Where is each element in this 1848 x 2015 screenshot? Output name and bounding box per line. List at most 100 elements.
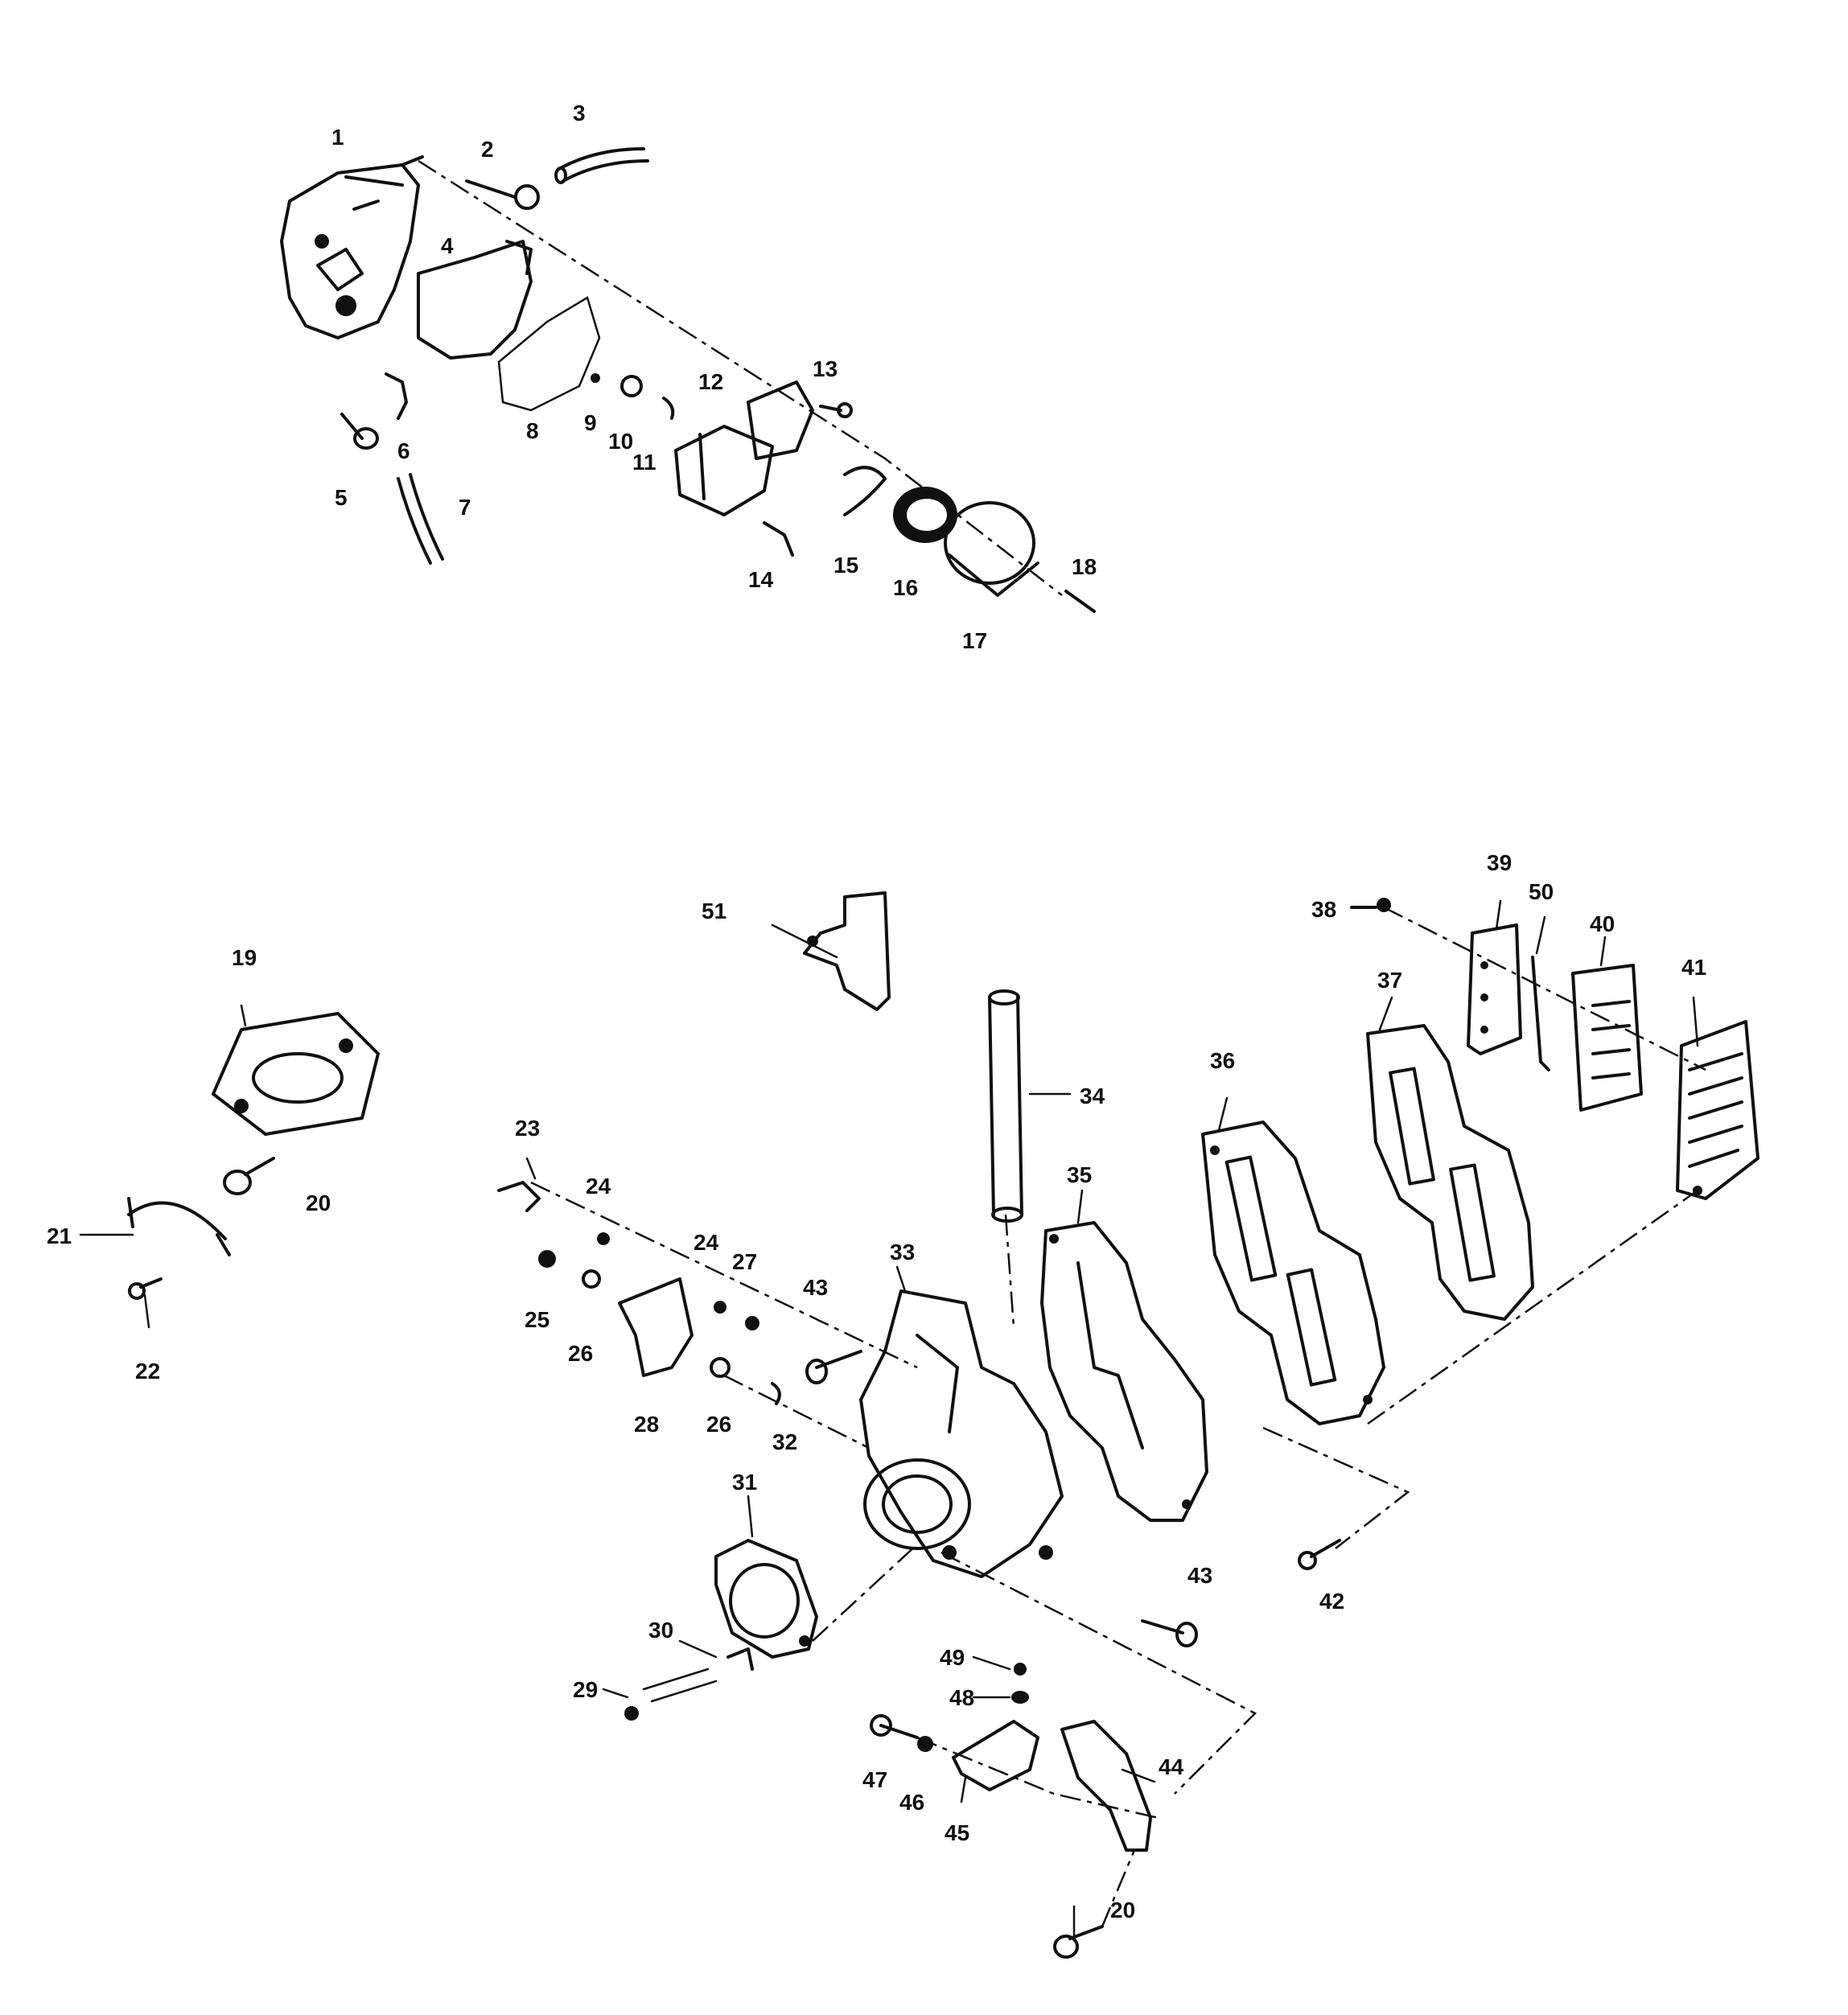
label-43-upper: 43 — [803, 1275, 828, 1300]
tube-axis — [1004, 1214, 1015, 1328]
label-47: 47 — [862, 1767, 887, 1792]
part-24-nut-a — [597, 1232, 610, 1245]
part-45-bracket — [952, 1720, 1039, 1791]
lower-assembly — [127, 891, 1760, 1959]
part-36-reed-plate — [1201, 1121, 1385, 1425]
part-11-pump-body — [674, 425, 774, 516]
label-41: 41 — [1681, 955, 1706, 980]
part-23-fitting — [497, 1181, 541, 1212]
label-20-lower: 20 — [1110, 1898, 1135, 1922]
label-12: 12 — [698, 369, 723, 394]
part-14-fitting — [763, 521, 794, 557]
part-40-reed-petals — [1571, 964, 1643, 1112]
part-26-washer-a — [582, 1269, 601, 1289]
label-3: 3 — [573, 101, 586, 125]
label-28: 28 — [634, 1412, 659, 1437]
label-50: 50 — [1529, 879, 1554, 904]
part-25-nut — [538, 1250, 556, 1268]
part-48-washer — [1011, 1691, 1029, 1704]
label-26-a: 26 — [568, 1341, 593, 1366]
part-20-bolt-a — [223, 1157, 275, 1195]
bracket-45-axis — [916, 1736, 1159, 1820]
label-46: 46 — [899, 1790, 924, 1815]
part-44-arm — [1060, 1720, 1152, 1852]
label-10: 10 — [608, 429, 633, 454]
part-30-clip — [726, 1647, 754, 1671]
label-32: 32 — [772, 1429, 797, 1454]
part-31-gasket-ring — [714, 1539, 818, 1659]
part-24-nut-b — [714, 1301, 726, 1314]
part-1-carburetor — [280, 155, 424, 339]
part-50-strip — [1531, 956, 1550, 1071]
label-20-upper: 20 — [306, 1190, 331, 1215]
part-9-ball — [591, 373, 600, 383]
part-10-ring — [662, 397, 675, 420]
label-15: 15 — [833, 553, 858, 578]
label-44: 44 — [1159, 1754, 1184, 1779]
label-16: 16 — [893, 575, 918, 600]
gasket-axis — [812, 1544, 918, 1642]
label-5: 5 — [335, 485, 348, 510]
label-25: 25 — [525, 1307, 549, 1332]
label-6: 6 — [397, 438, 410, 463]
reed-axis-top — [1383, 906, 1706, 1071]
part-22-screw — [139, 1277, 163, 1289]
part-5-bolt — [340, 413, 379, 450]
label-17: 17 — [962, 628, 987, 653]
label-1: 1 — [331, 125, 344, 150]
part-3-hose — [554, 147, 649, 184]
part-21-clamp — [127, 1197, 231, 1256]
label-8: 8 — [526, 418, 539, 443]
part-12-cover — [747, 380, 814, 460]
label-38: 38 — [1311, 897, 1336, 922]
part-16-ring — [893, 487, 957, 543]
linkage-axis — [530, 1181, 918, 1369]
label-51: 51 — [702, 899, 726, 923]
part-22-screw-head — [128, 1282, 146, 1300]
upper-assembly — [280, 147, 1096, 613]
part-10-spring — [620, 375, 643, 397]
label-24-b: 24 — [694, 1230, 719, 1255]
label-13: 13 — [813, 356, 838, 381]
part-17-filter-bowl — [944, 501, 1039, 597]
label-43-lower: 43 — [1187, 1563, 1212, 1588]
bolt-20-axis — [1101, 1849, 1136, 1927]
part-13-screw-head — [837, 402, 853, 418]
label-7: 7 — [459, 495, 471, 520]
label-37: 37 — [1377, 968, 1402, 993]
label-42: 42 — [1319, 1589, 1344, 1614]
part-20-bolt-b — [1053, 1925, 1104, 1959]
label-22: 22 — [135, 1359, 160, 1384]
part-2-fitting-head — [514, 184, 540, 210]
label-29: 29 — [573, 1677, 598, 1702]
part-7-fuel-line — [397, 473, 444, 565]
label-48: 48 — [949, 1685, 974, 1710]
label-45: 45 — [945, 1820, 969, 1845]
label-9: 9 — [584, 410, 597, 435]
label-40: 40 — [1590, 911, 1615, 936]
label-11: 11 — [632, 450, 656, 475]
label-35: 35 — [1067, 1162, 1092, 1187]
label-30: 30 — [648, 1618, 673, 1643]
leader-lines — [79, 899, 1699, 1940]
part-6-clip — [385, 372, 408, 420]
part-26-washer-b — [710, 1357, 731, 1378]
label-14: 14 — [748, 567, 774, 592]
part-28-link — [618, 1277, 694, 1377]
label-49: 49 — [940, 1645, 965, 1670]
label-24-a: 24 — [586, 1174, 611, 1199]
part-18-pin — [1064, 590, 1096, 613]
part-51-bracket — [803, 891, 891, 1011]
label-18: 18 — [1072, 554, 1097, 579]
part-34-tube — [988, 989, 1023, 1223]
label-27: 27 — [732, 1249, 757, 1274]
part-39-reed-stop — [1467, 923, 1522, 1055]
label-31: 31 — [732, 1470, 757, 1495]
label-2: 2 — [481, 137, 494, 162]
label-23: 23 — [515, 1116, 540, 1141]
part-43-screw-b — [1141, 1619, 1198, 1647]
label-21: 21 — [47, 1223, 72, 1248]
part-15-clip — [843, 466, 887, 516]
